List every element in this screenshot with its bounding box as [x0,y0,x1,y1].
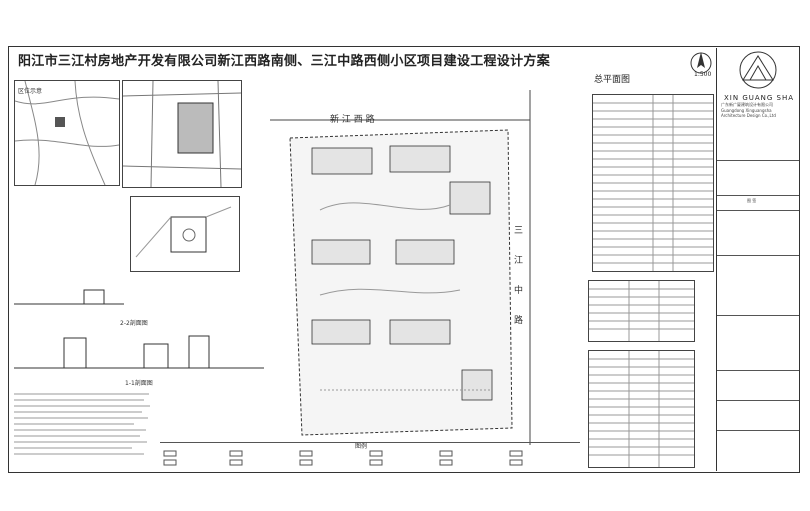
road-north-label: 新 江 西 路 [330,115,375,125]
title-block-label: 图 签 [747,198,757,203]
section-2-label: 2-2剖面图 [120,320,148,327]
firm-logo-icon [739,51,777,89]
north-arrow-icon [690,52,712,74]
parking-table [588,280,695,342]
firm-name-en-sub: Guangdong Xinguangsha Architecture Desig… [721,108,776,118]
site-context-map [122,80,242,188]
firm-name-cn: 广东新广厦建筑设计有限公司 [721,102,773,107]
firm-name-en: XIN GUANG SHA [724,94,795,102]
location-label: 区位示意 [18,88,43,95]
title-block: 广东新广厦建筑设计有限公司 Guangdong Xinguangsha Arch… [716,100,799,471]
analysis-drawing [135,206,232,258]
section-1-1 [14,330,264,376]
site-plan [270,90,531,445]
document-title: 阳江市三江村房地产开发有限公司新江西路南侧、三江中路西侧小区项目建设工程设计方案 [18,54,551,69]
location-map [14,80,120,186]
analysis-diagram [130,196,240,272]
legend: 图例 [160,442,580,469]
scale-label: 1:500 [694,71,712,78]
context-map-drawing [122,80,242,188]
logo-area [716,48,799,100]
road-east-label: 三 江 中 路 [514,226,524,326]
drawing-name: 总平面图 [594,75,631,85]
location-map-drawing [14,80,120,186]
section-1-label: 1-1剖面图 [125,380,153,387]
notes-block [14,388,154,468]
legend-title: 图例 [355,443,368,450]
section-2-2 [14,282,124,312]
unit-table [588,350,695,468]
economic-indicators-table [592,94,714,272]
